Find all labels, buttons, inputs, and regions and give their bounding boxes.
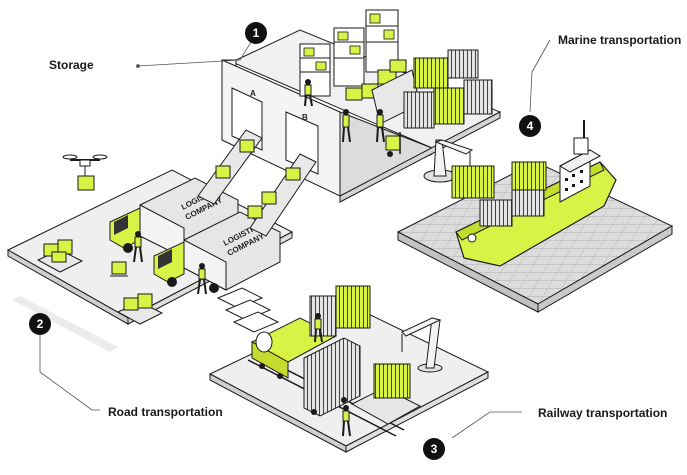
badge-railway: 3	[423, 438, 445, 460]
crane-icon	[423, 139, 474, 183]
gate-a-label: A	[250, 89, 256, 98]
worker-figure	[133, 231, 143, 263]
crate-stack-railway	[309, 285, 411, 399]
crate-stack-storage	[403, 49, 493, 129]
forklift-icon	[385, 132, 401, 157]
pallet-boxes-left	[36, 239, 84, 273]
hand-cart	[110, 261, 128, 277]
label-road: Road transportation	[108, 405, 223, 419]
worker-figure	[197, 263, 207, 295]
crane-icon	[401, 317, 443, 373]
label-storage: Storage	[49, 58, 94, 72]
gate-b-label: B	[302, 113, 308, 122]
ship-icon	[451, 120, 617, 267]
worker-figure	[342, 405, 351, 437]
drone-icon	[62, 154, 108, 191]
worker-figure	[314, 313, 323, 343]
worker-figure	[304, 79, 313, 107]
label-railway: Railway transportation	[538, 406, 668, 420]
badge-road: 2	[29, 313, 51, 335]
badge-marine: 4	[519, 115, 541, 137]
badge-storage: 1	[245, 22, 267, 44]
pallet-boxes-bottom	[116, 293, 164, 325]
storage-shelves	[299, 9, 399, 97]
worker-figure	[376, 109, 385, 143]
label-marine: Marine transportation	[558, 33, 682, 47]
worker-figure	[342, 109, 351, 143]
walkway	[216, 287, 280, 333]
